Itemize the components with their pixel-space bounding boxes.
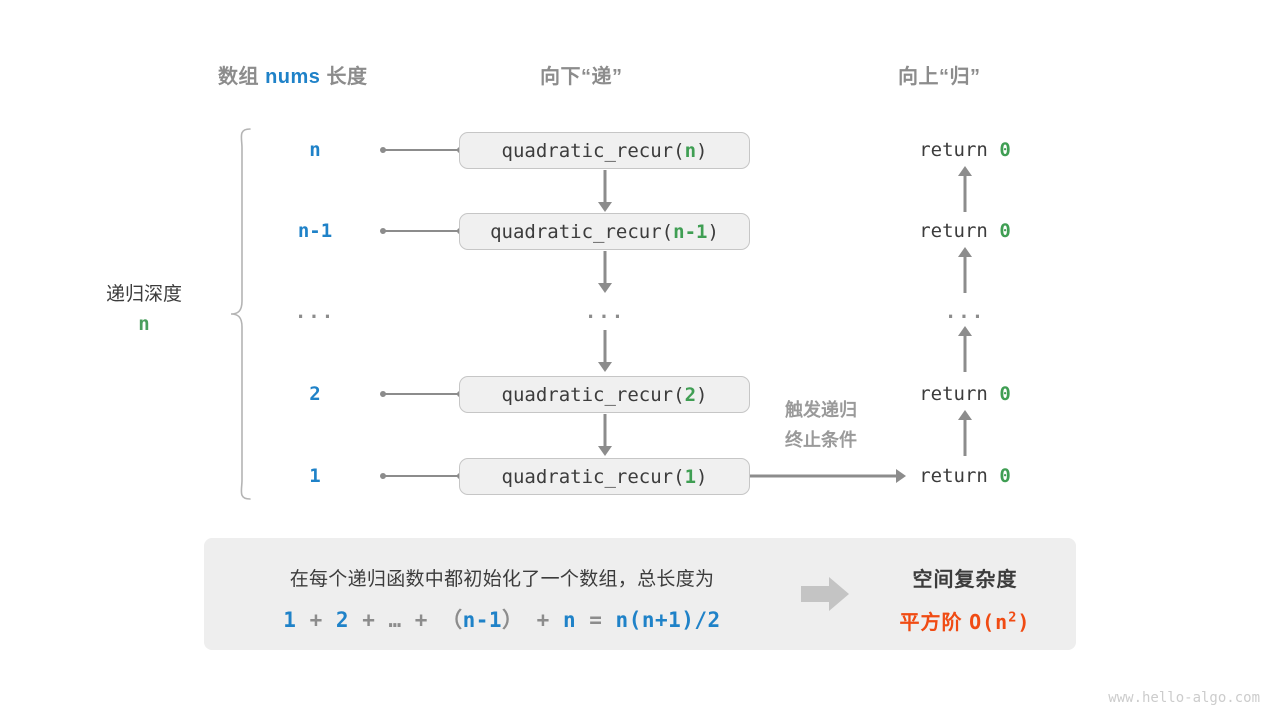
fn-close-2: ) (707, 220, 719, 243)
depth-value-row-4: 2 (309, 383, 321, 405)
connector-line-4 (383, 393, 460, 395)
ascend-arrow-shaft-3 (963, 336, 967, 372)
fn-arg-4: 2 (684, 383, 697, 406)
descend-arrow-shaft-1 (603, 170, 607, 204)
summary-result-title: 空间复杂度 (912, 569, 1018, 591)
ascend-arrow-head-4 (958, 410, 972, 420)
formula-op-4: + (523, 608, 563, 632)
base-case-arrow-head (896, 469, 906, 483)
fn-name-2: quadratic_recur( (490, 220, 674, 243)
descend-arrow-shaft-3 (603, 330, 607, 364)
descend-arrow-head-2 (598, 283, 612, 293)
return-label-row-3: ... (944, 301, 986, 323)
ascend-arrow-head-1 (958, 166, 972, 176)
return-label-row-1: return 0 (919, 139, 1011, 161)
function-box-row-5[interactable]: quadratic_recur(1) (459, 458, 750, 495)
depth-value-row-5: 1 (309, 465, 321, 487)
fn-arg-5: 1 (684, 465, 697, 488)
return-keyword-2: return (919, 220, 1000, 242)
descend-arrow-shaft-2 (603, 251, 607, 285)
summary-arrow-head-icon (829, 577, 849, 611)
function-box-row-4[interactable]: quadratic_recur(2) (459, 376, 750, 413)
termination-note: 触发递归 终止条件 (785, 396, 857, 455)
descend-arrow-head-4 (598, 446, 612, 456)
depth-brace (230, 128, 251, 500)
formula-term-4: n (562, 608, 577, 632)
header-descend: 向下“递” (540, 66, 623, 88)
descend-arrow-shaft-4 (603, 414, 607, 448)
recursion-depth-title: 递归深度 (105, 284, 182, 305)
fn-name-4: quadratic_recur( (501, 383, 685, 406)
header-array-code: nums (265, 66, 321, 88)
depth-value-row-3: ... (294, 301, 336, 323)
return-label-row-4: return 0 (919, 383, 1011, 405)
fn-arg-2: n-1 (673, 220, 708, 243)
formula-paren-close: ） (502, 608, 524, 632)
return-value-5: 0 (999, 465, 1011, 487)
connector-line-2 (383, 230, 460, 232)
return-keyword-5: return (919, 465, 1000, 487)
ascend-arrow-head-2 (958, 247, 972, 257)
fn-close-1: ) (696, 139, 708, 162)
connector-line-1 (383, 149, 460, 151)
depth-value-row-1: n (309, 139, 321, 161)
watermark: www.hello-algo.com (1108, 690, 1260, 706)
summary-formula: 1 + 2 + … + （n-1） + n = n(n+1)/2 (283, 604, 720, 634)
base-case-arrow-shaft (750, 474, 896, 478)
ascend-arrow-shaft-2 (963, 257, 967, 293)
function-box-row-2[interactable]: quadratic_recur(n-1) (459, 213, 750, 250)
connector-line-5 (383, 475, 460, 477)
summary-description: 在每个递归函数中都初始化了一个数组，总长度为 (289, 569, 715, 590)
ascend-arrow-shaft-1 (963, 176, 967, 212)
return-keyword-4: return (919, 383, 1000, 405)
formula-op-3: + (401, 608, 442, 632)
complexity-name: 平方阶 (899, 612, 970, 634)
formula-op-1: + (296, 608, 336, 632)
formula-ellipsis: … (388, 608, 402, 632)
header-array-length: 数组 nums 长度 (218, 60, 367, 89)
formula-paren-open: （ (441, 608, 463, 632)
formula-op-2: + (349, 608, 389, 632)
formula-term-1: 1 (283, 608, 297, 632)
fn-arg-1: n (684, 139, 697, 162)
return-label-row-5: return 0 (919, 465, 1011, 487)
termination-note-line2: 终止条件 (785, 429, 857, 450)
formula-equals: = (576, 608, 616, 632)
descend-arrow-head-3 (598, 362, 612, 372)
header-array-prefix: 数组 (218, 66, 266, 88)
ascend-arrow-shaft-4 (963, 420, 967, 456)
formula-result: n(n+1)/2 (615, 608, 721, 632)
complexity-notation: O(n (969, 610, 1009, 634)
fn-close-4: ) (696, 383, 708, 406)
recursion-depth-value: n (138, 312, 150, 335)
header-array-suffix: 长度 (320, 66, 368, 88)
summary-result: 空间复杂度 平方阶 O(n2) (900, 563, 1031, 635)
function-box-row-1[interactable]: quadratic_recur(n) (459, 132, 750, 169)
descend-arrow-head-1 (598, 202, 612, 212)
formula-term-3: n-1 (462, 608, 503, 632)
formula-term-2: 2 (335, 608, 350, 632)
termination-note-line1: 触发递归 (785, 400, 857, 420)
return-value-2: 0 (999, 220, 1011, 242)
ascend-arrow-head-3 (958, 326, 972, 336)
recursion-depth-label: 递归深度 n (96, 281, 192, 338)
return-label-row-2: return 0 (919, 220, 1011, 242)
function-box-row-3: ... (584, 301, 626, 323)
fn-name-5: quadratic_recur( (501, 465, 685, 488)
depth-value-row-2: n-1 (297, 220, 333, 242)
summary-panel (204, 538, 1076, 650)
return-value-1: 0 (999, 139, 1011, 161)
summary-arrow-body (801, 586, 829, 602)
complexity-exponent: 2 (1008, 609, 1018, 626)
return-value-4: 0 (999, 383, 1011, 405)
header-ascend: 向上“归” (898, 66, 981, 88)
fn-close-5: ) (696, 465, 708, 488)
complexity-notation-close: ) (1017, 610, 1031, 634)
return-keyword-1: return (919, 139, 1000, 161)
fn-name-1: quadratic_recur( (501, 139, 685, 162)
summary-result-value: 平方阶 O(n2) (900, 606, 1031, 635)
